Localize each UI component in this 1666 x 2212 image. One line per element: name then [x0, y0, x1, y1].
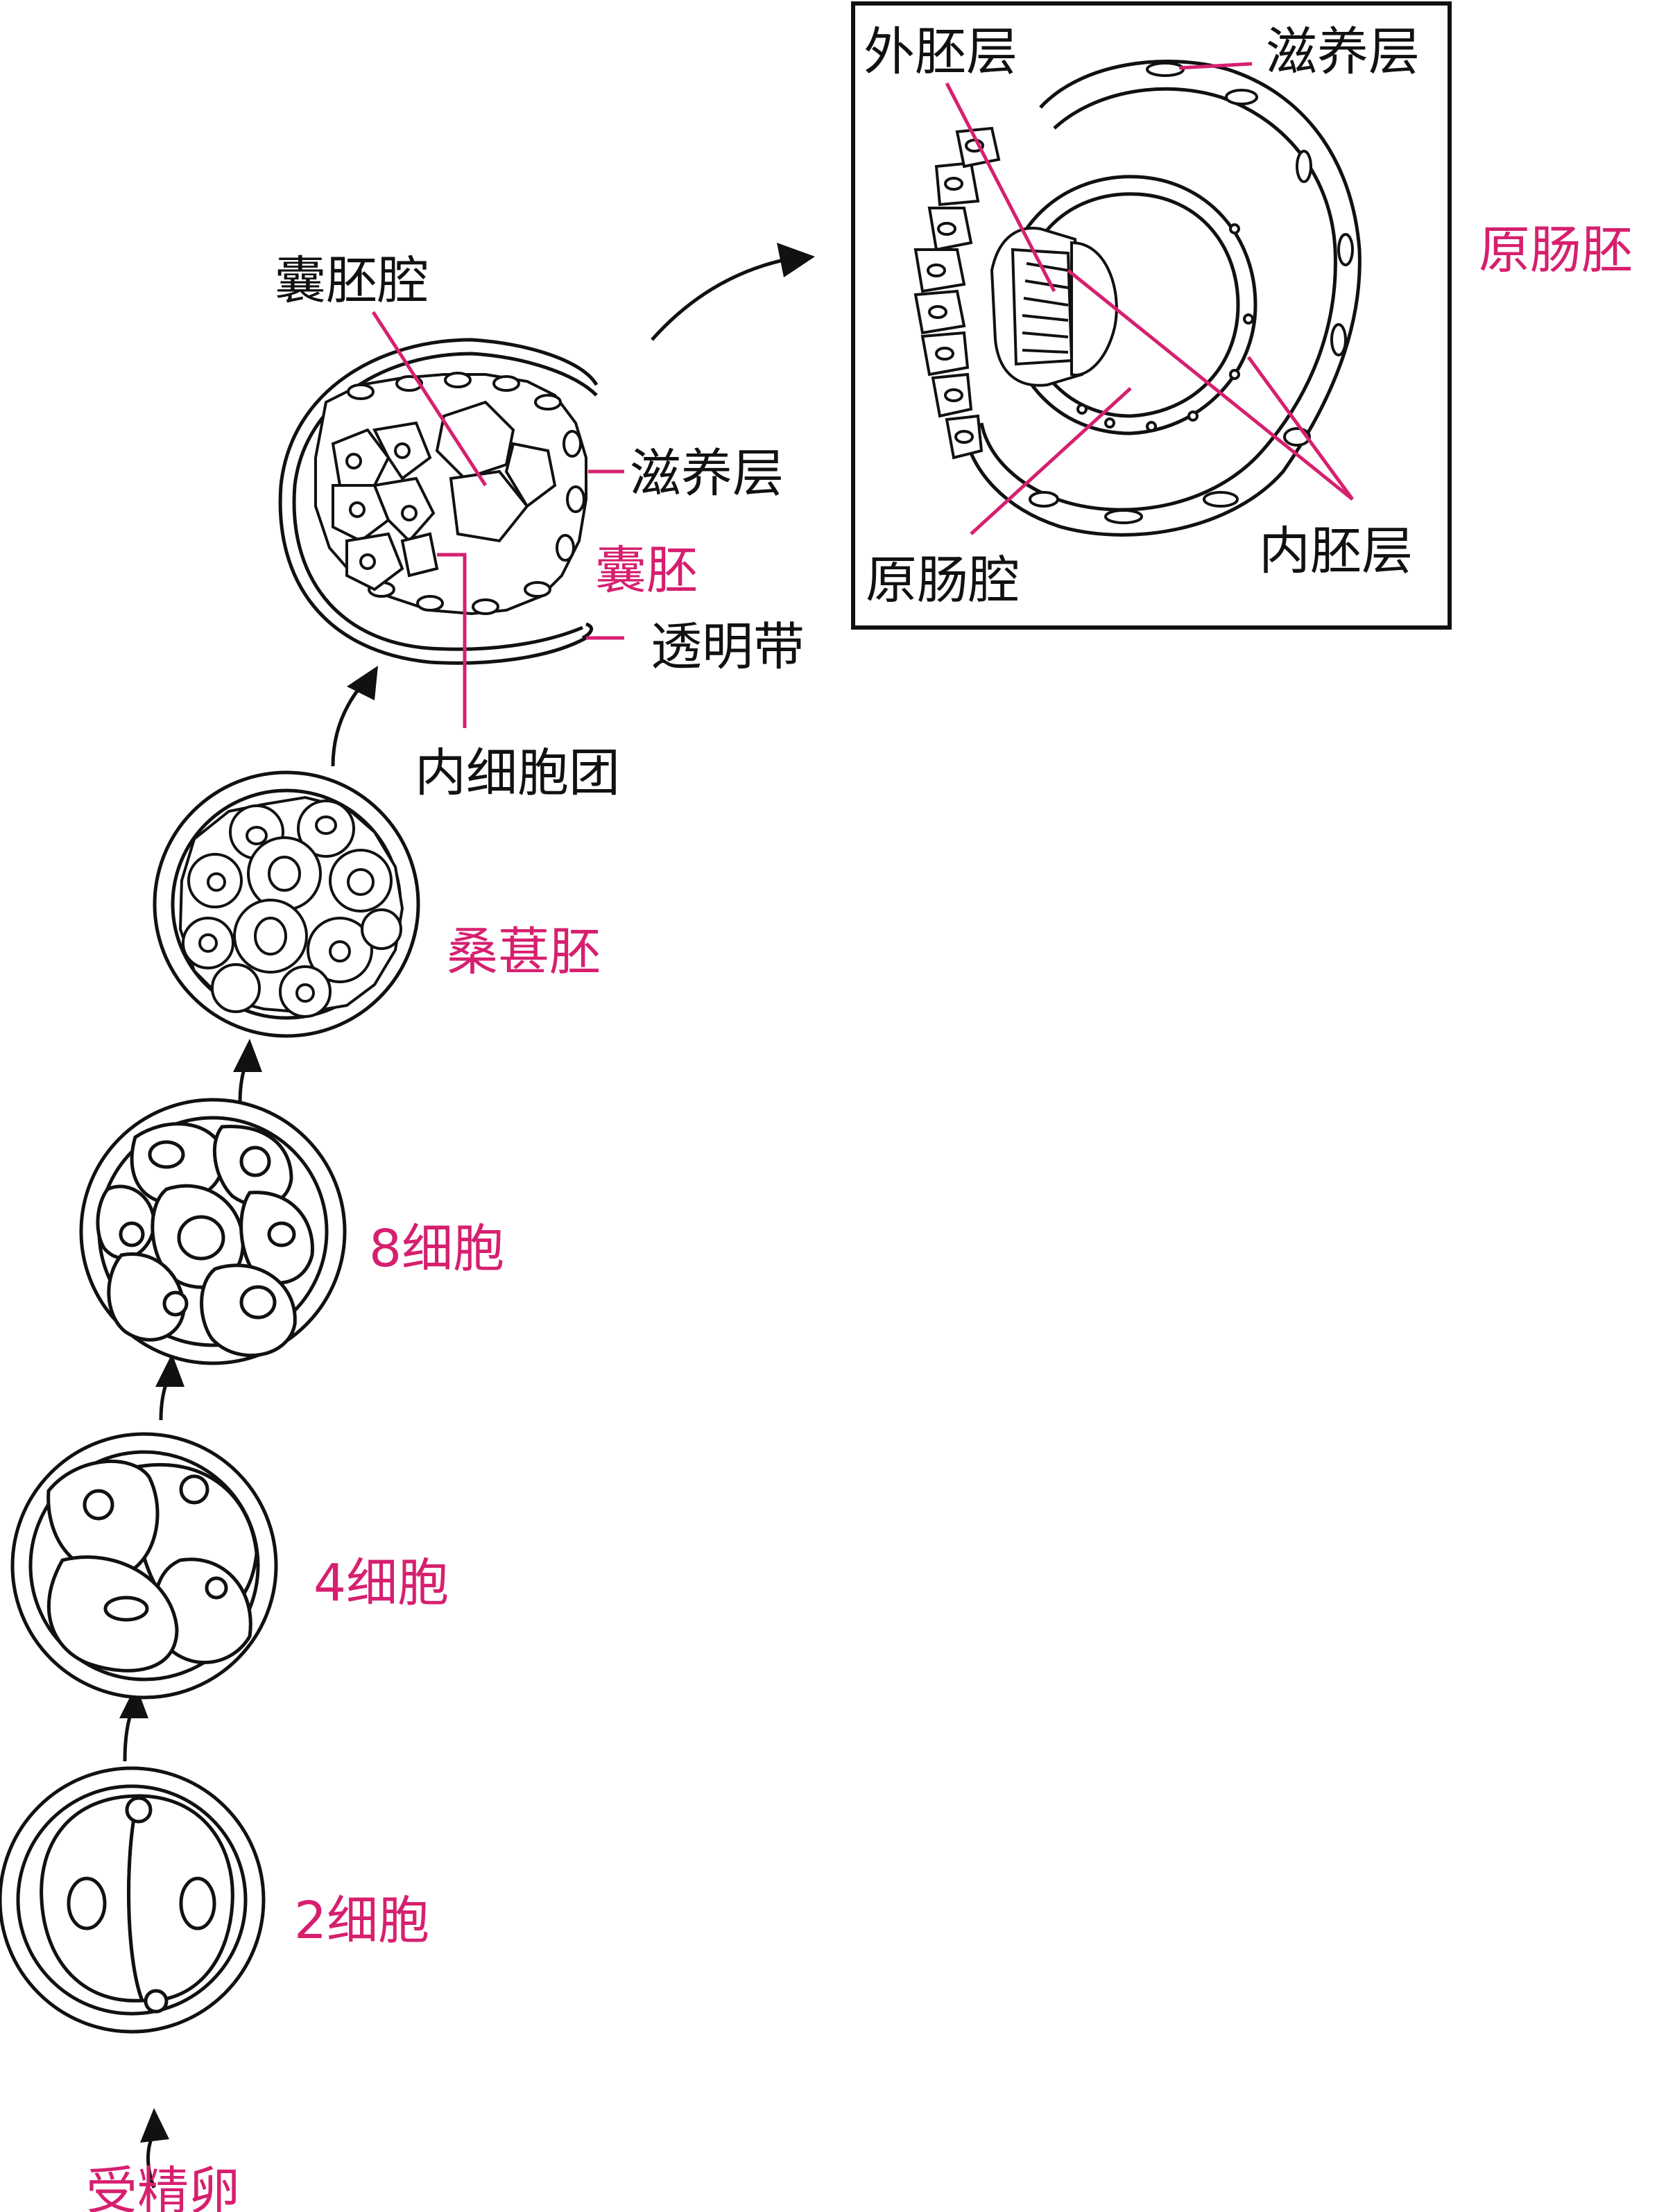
label-inner-cell-mass: 内细胞团 [415, 743, 620, 803]
morula-embryo [153, 770, 420, 1038]
arrow-2cell-to-4cell [119, 1685, 148, 1762]
arrow-zygote-to-2cell [140, 2108, 169, 2188]
label-blastocyst-cavity: 囊胚腔 [275, 251, 429, 311]
label-eight-cell: 8细胞 [369, 1219, 504, 1279]
gastrula-embryo [913, 60, 1362, 537]
two-cell-embryo [0, 1766, 266, 2034]
eight-cell-embryo [79, 1098, 347, 1365]
arrow-8cell-to-morula [233, 1039, 262, 1103]
label-gastrula-trophoblast: 滋养层 [1266, 22, 1420, 82]
label-zona-pellucida: 透明带 [651, 617, 805, 677]
label-gastrula: 原肠胚 [1479, 221, 1633, 280]
four-cell-embryo [10, 1432, 278, 1700]
label-zygote: 受精卵 [86, 2161, 240, 2212]
arrow-morula-to-blastocyst [331, 666, 378, 767]
blastocyst-embryo [278, 338, 599, 665]
arrow-4cell-to-8cell [155, 1354, 184, 1421]
arrow-blastocyst-to-gastrula [651, 243, 815, 341]
blastocyst-leaders [371, 311, 624, 728]
label-ectoderm: 外胚层 [864, 22, 1017, 82]
label-blastocyst-trophoblast: 滋养层 [630, 444, 784, 503]
label-archenteron: 原肠腔 [866, 551, 1020, 610]
label-blastocyst: 囊胚 [595, 541, 698, 600]
gastrula-leaders [945, 62, 1355, 535]
label-two-cell: 2细胞 [294, 1891, 429, 1951]
label-endoderm: 内胚层 [1259, 521, 1413, 581]
label-morula: 桑葚胚 [447, 922, 601, 982]
label-four-cell: 4细胞 [314, 1553, 449, 1613]
